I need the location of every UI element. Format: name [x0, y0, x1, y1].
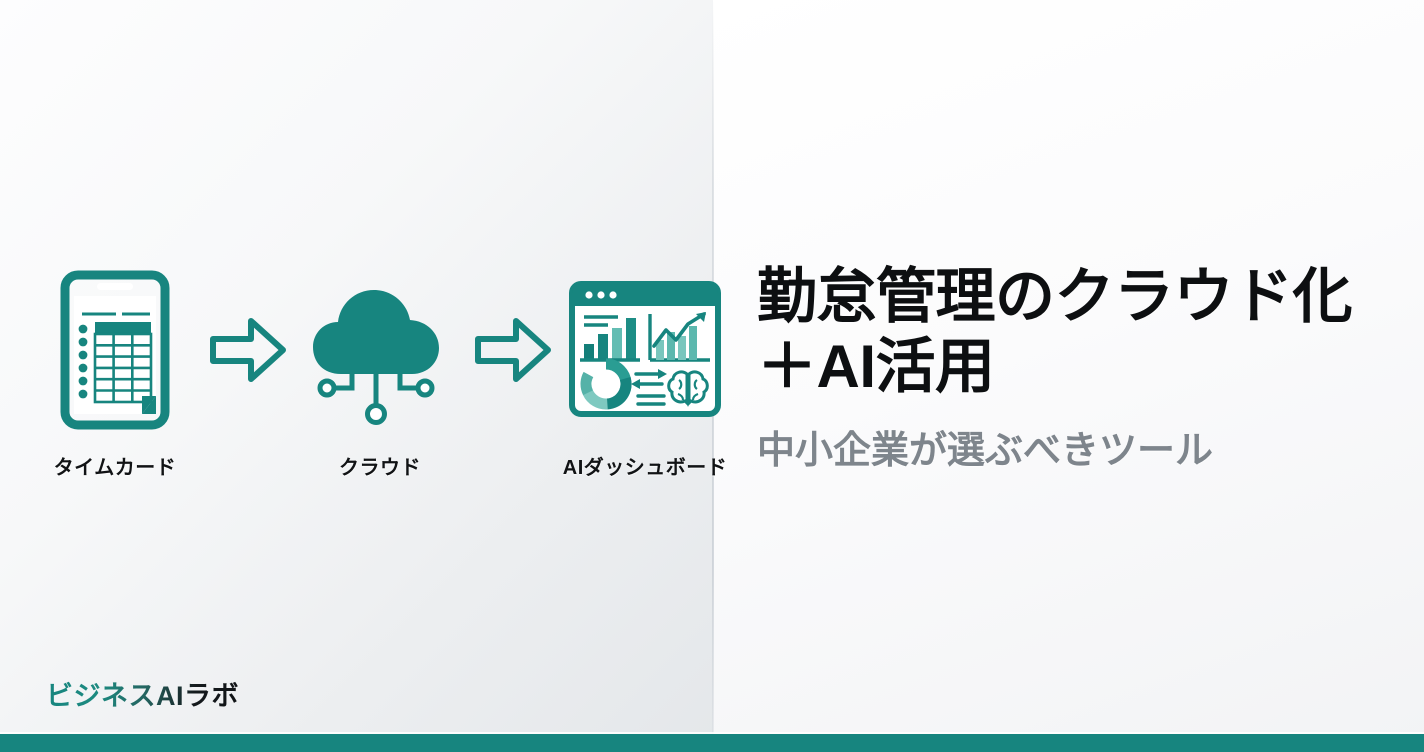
brand-logo-text: ビジネスAIラボ: [46, 674, 239, 713]
page-title-line1: 勤怠管理のクラウド化: [757, 263, 1353, 330]
bottom-accent-bar: [0, 734, 1424, 752]
arrow-right-icon: [472, 265, 554, 435]
bottom-bar-highlight: [0, 732, 1424, 734]
cloud-icon: [305, 265, 455, 435]
flow-step-ai-dashboard: AIダッシュボード: [563, 265, 727, 480]
flow-step-label: クラウド: [339, 457, 421, 479]
timecard-icon: [60, 265, 170, 435]
arrow-right-icon: [207, 265, 289, 435]
flow-step-cloud: クラウド: [305, 265, 455, 480]
title-block: 勤怠管理のクラウド化＋AI活用 中小企業が選ぶべきツール: [757, 262, 1397, 474]
process-flow: タイムカード: [40, 265, 727, 480]
page-subtitle: 中小企業が選ぶべきツール: [757, 430, 1214, 473]
flow-step-label: AIダッシュボード: [562, 457, 728, 479]
flow-step-label: タイムカード: [53, 457, 177, 479]
page-title-line2: ＋AI活用: [757, 332, 995, 400]
flow-step-timecard: タイムカード: [40, 265, 190, 480]
ai-dashboard-icon: [560, 265, 730, 435]
right-panel-background: [713, 0, 1424, 752]
page-title: 勤怠管理のクラウド化＋AI活用: [757, 262, 1397, 401]
